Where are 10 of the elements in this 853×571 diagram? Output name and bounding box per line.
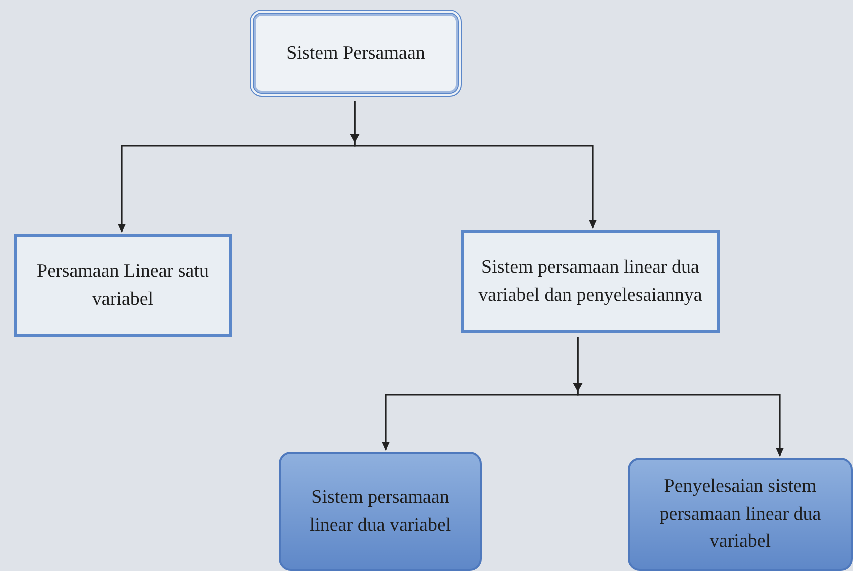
concept-box <box>14 234 232 337</box>
box-label: Persamaan Linear satu variabel <box>36 260 210 312</box>
concept-box <box>461 230 720 333</box>
box-label: Sistem persamaan linear dua variabel <box>308 486 452 538</box>
box-label: Sistem persamaan linear dua variabel dan penyelesaiannya <box>478 256 704 308</box>
concept-box <box>628 458 853 571</box>
box-label: Sistem Persamaan <box>286 42 426 66</box>
concept-box <box>250 10 462 97</box>
box-label: Penyelesaian sistem persamaan linear dua variabel <box>658 475 822 554</box>
concept-box <box>279 452 482 571</box>
